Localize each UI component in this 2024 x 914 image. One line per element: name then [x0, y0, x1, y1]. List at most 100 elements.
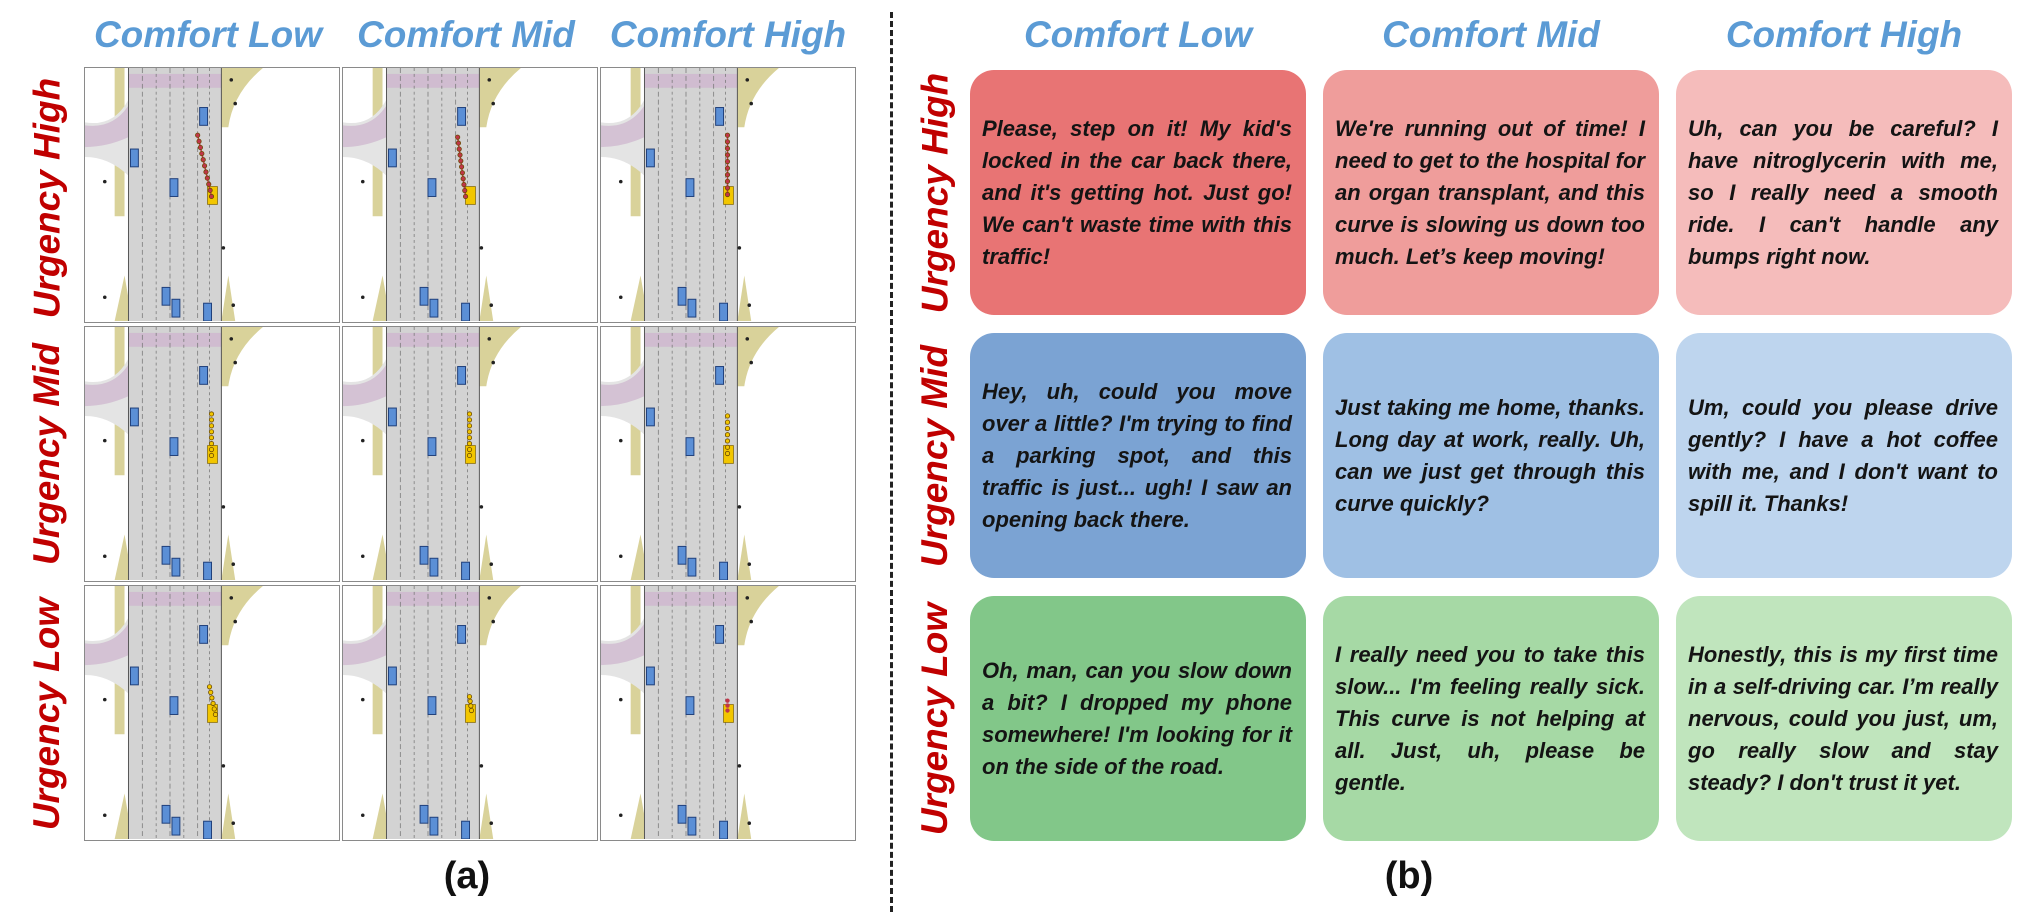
pedestrian	[491, 360, 495, 365]
sim-panel-urgency-mid-comfort-high	[600, 326, 856, 582]
vehicle	[161, 286, 171, 306]
pedestrian	[747, 821, 752, 825]
trajectory-point	[206, 684, 213, 690]
pedestrian	[745, 596, 750, 600]
crosswalk-top	[386, 73, 480, 88]
vehicle	[677, 804, 687, 824]
trajectory-point	[724, 178, 731, 184]
utterance-card-urgency-high-comfort-mid: We're running out of time! I need to get…	[1323, 70, 1659, 315]
road-map	[601, 327, 779, 580]
pedestrian	[745, 337, 750, 341]
trajectory-point	[724, 139, 731, 145]
trajectory-point	[468, 707, 475, 714]
trajectory-point	[208, 446, 215, 453]
vehicle	[645, 666, 655, 686]
a-row-label-urgency-mid: Urgency Mid	[26, 342, 68, 565]
vehicle	[161, 545, 171, 565]
vehicle	[169, 437, 179, 456]
vehicle	[129, 407, 139, 427]
crosswalk-left	[343, 623, 387, 666]
trajectory-point	[458, 158, 464, 164]
pedestrian	[102, 813, 107, 818]
pedestrian	[229, 596, 234, 600]
road-map	[85, 327, 263, 580]
a-row-label-urgency-high: Urgency High	[26, 77, 68, 318]
pedestrian	[231, 303, 236, 307]
b-col-label-comfort-mid: Comfort Mid	[1382, 14, 1600, 55]
vehicle	[687, 557, 697, 577]
utterance-card-urgency-mid-comfort-high: Um, could you please drive gently? I hav…	[1676, 333, 2012, 578]
curb-bottom-right	[737, 534, 752, 580]
utterance-card-urgency-low-comfort-high: Honestly, this is my first time in a sel…	[1676, 596, 2012, 841]
trajectory-point	[466, 417, 473, 423]
utterance-card-urgency-high-comfort-low: Please, step on it! My kid's locked in t…	[970, 70, 1306, 315]
utterance-card-urgency-mid-comfort-mid: Just taking me home, thanks. Long day at…	[1323, 333, 1659, 578]
crosswalk-top	[386, 591, 480, 606]
pedestrian	[360, 554, 365, 559]
pedestrian	[229, 78, 234, 82]
trajectory-point	[468, 703, 474, 709]
pedestrian	[618, 813, 623, 818]
crosswalk-left	[343, 105, 387, 148]
curb-top-right	[221, 68, 263, 128]
vehicle	[169, 178, 179, 197]
pedestrian	[489, 821, 494, 825]
sim-panel-urgency-low-comfort-high	[600, 585, 856, 841]
pedestrian	[221, 246, 226, 250]
vehicle	[461, 820, 470, 839]
vehicle	[719, 561, 728, 580]
pedestrian	[360, 697, 365, 702]
curb-bottom-right	[221, 793, 236, 839]
trajectory-point	[200, 157, 206, 163]
curb-bottom-right	[221, 275, 236, 321]
pedestrian	[489, 303, 494, 307]
pedestrian	[618, 554, 623, 559]
vehicle	[171, 557, 181, 577]
utterance-text: Please, step on it! My kid's locked in t…	[982, 115, 1292, 269]
pedestrian	[231, 562, 236, 566]
vehicle	[203, 302, 212, 321]
sim-panel-urgency-low-comfort-mid	[342, 585, 598, 841]
b-row-label-urgency-low: Urgency Low	[914, 602, 956, 835]
pedestrian	[487, 596, 492, 600]
caption-a: (a)	[443, 855, 491, 897]
utterance-text: Um, could you please drive gently? I hav…	[1688, 394, 1998, 516]
utterance-card-urgency-mid-comfort-low: Hey, uh, could you move over a little? I…	[970, 333, 1306, 578]
trajectory-point	[195, 132, 201, 138]
vehicle	[461, 302, 470, 321]
sim-panel-urgency-high-comfort-mid	[342, 67, 598, 323]
vehicle	[129, 666, 139, 686]
pedestrian	[360, 813, 365, 818]
pedestrian	[360, 179, 365, 184]
vehicle	[429, 816, 439, 836]
pedestrian	[745, 78, 750, 82]
vehicle	[645, 407, 655, 427]
crosswalk-top	[644, 73, 738, 88]
trajectory-point	[725, 703, 730, 708]
curb-top-right	[479, 586, 521, 646]
pedestrian	[618, 179, 623, 184]
vehicle	[715, 107, 725, 126]
utterance-text: We're running out of time! I need to get…	[1335, 115, 1645, 269]
vehicle	[461, 561, 470, 580]
road-map	[343, 68, 521, 321]
sim-panel-urgency-high-comfort-high	[600, 67, 856, 323]
crosswalk-top	[644, 591, 738, 606]
utterance-card-urgency-low-comfort-low: Oh, man, can you slow down a bit? I drop…	[970, 596, 1306, 841]
pedestrian	[491, 619, 495, 624]
trajectory-point	[199, 151, 205, 157]
trajectory-point	[462, 187, 468, 194]
trajectory-point	[724, 413, 731, 419]
pedestrian	[233, 619, 237, 624]
trajectory-point	[206, 181, 212, 187]
vehicle	[387, 148, 397, 168]
crosswalk-top	[644, 332, 738, 347]
crosswalk-left	[85, 105, 129, 148]
utterance-card-urgency-high-comfort-high: Uh, can you be careful? I have nitroglyc…	[1676, 70, 2012, 315]
vehicle	[685, 696, 695, 715]
curb-bottom-right	[221, 534, 236, 580]
pedestrian	[489, 562, 494, 566]
curb-top-right	[737, 327, 779, 387]
pedestrian	[479, 764, 484, 768]
pedestrian	[479, 505, 484, 509]
